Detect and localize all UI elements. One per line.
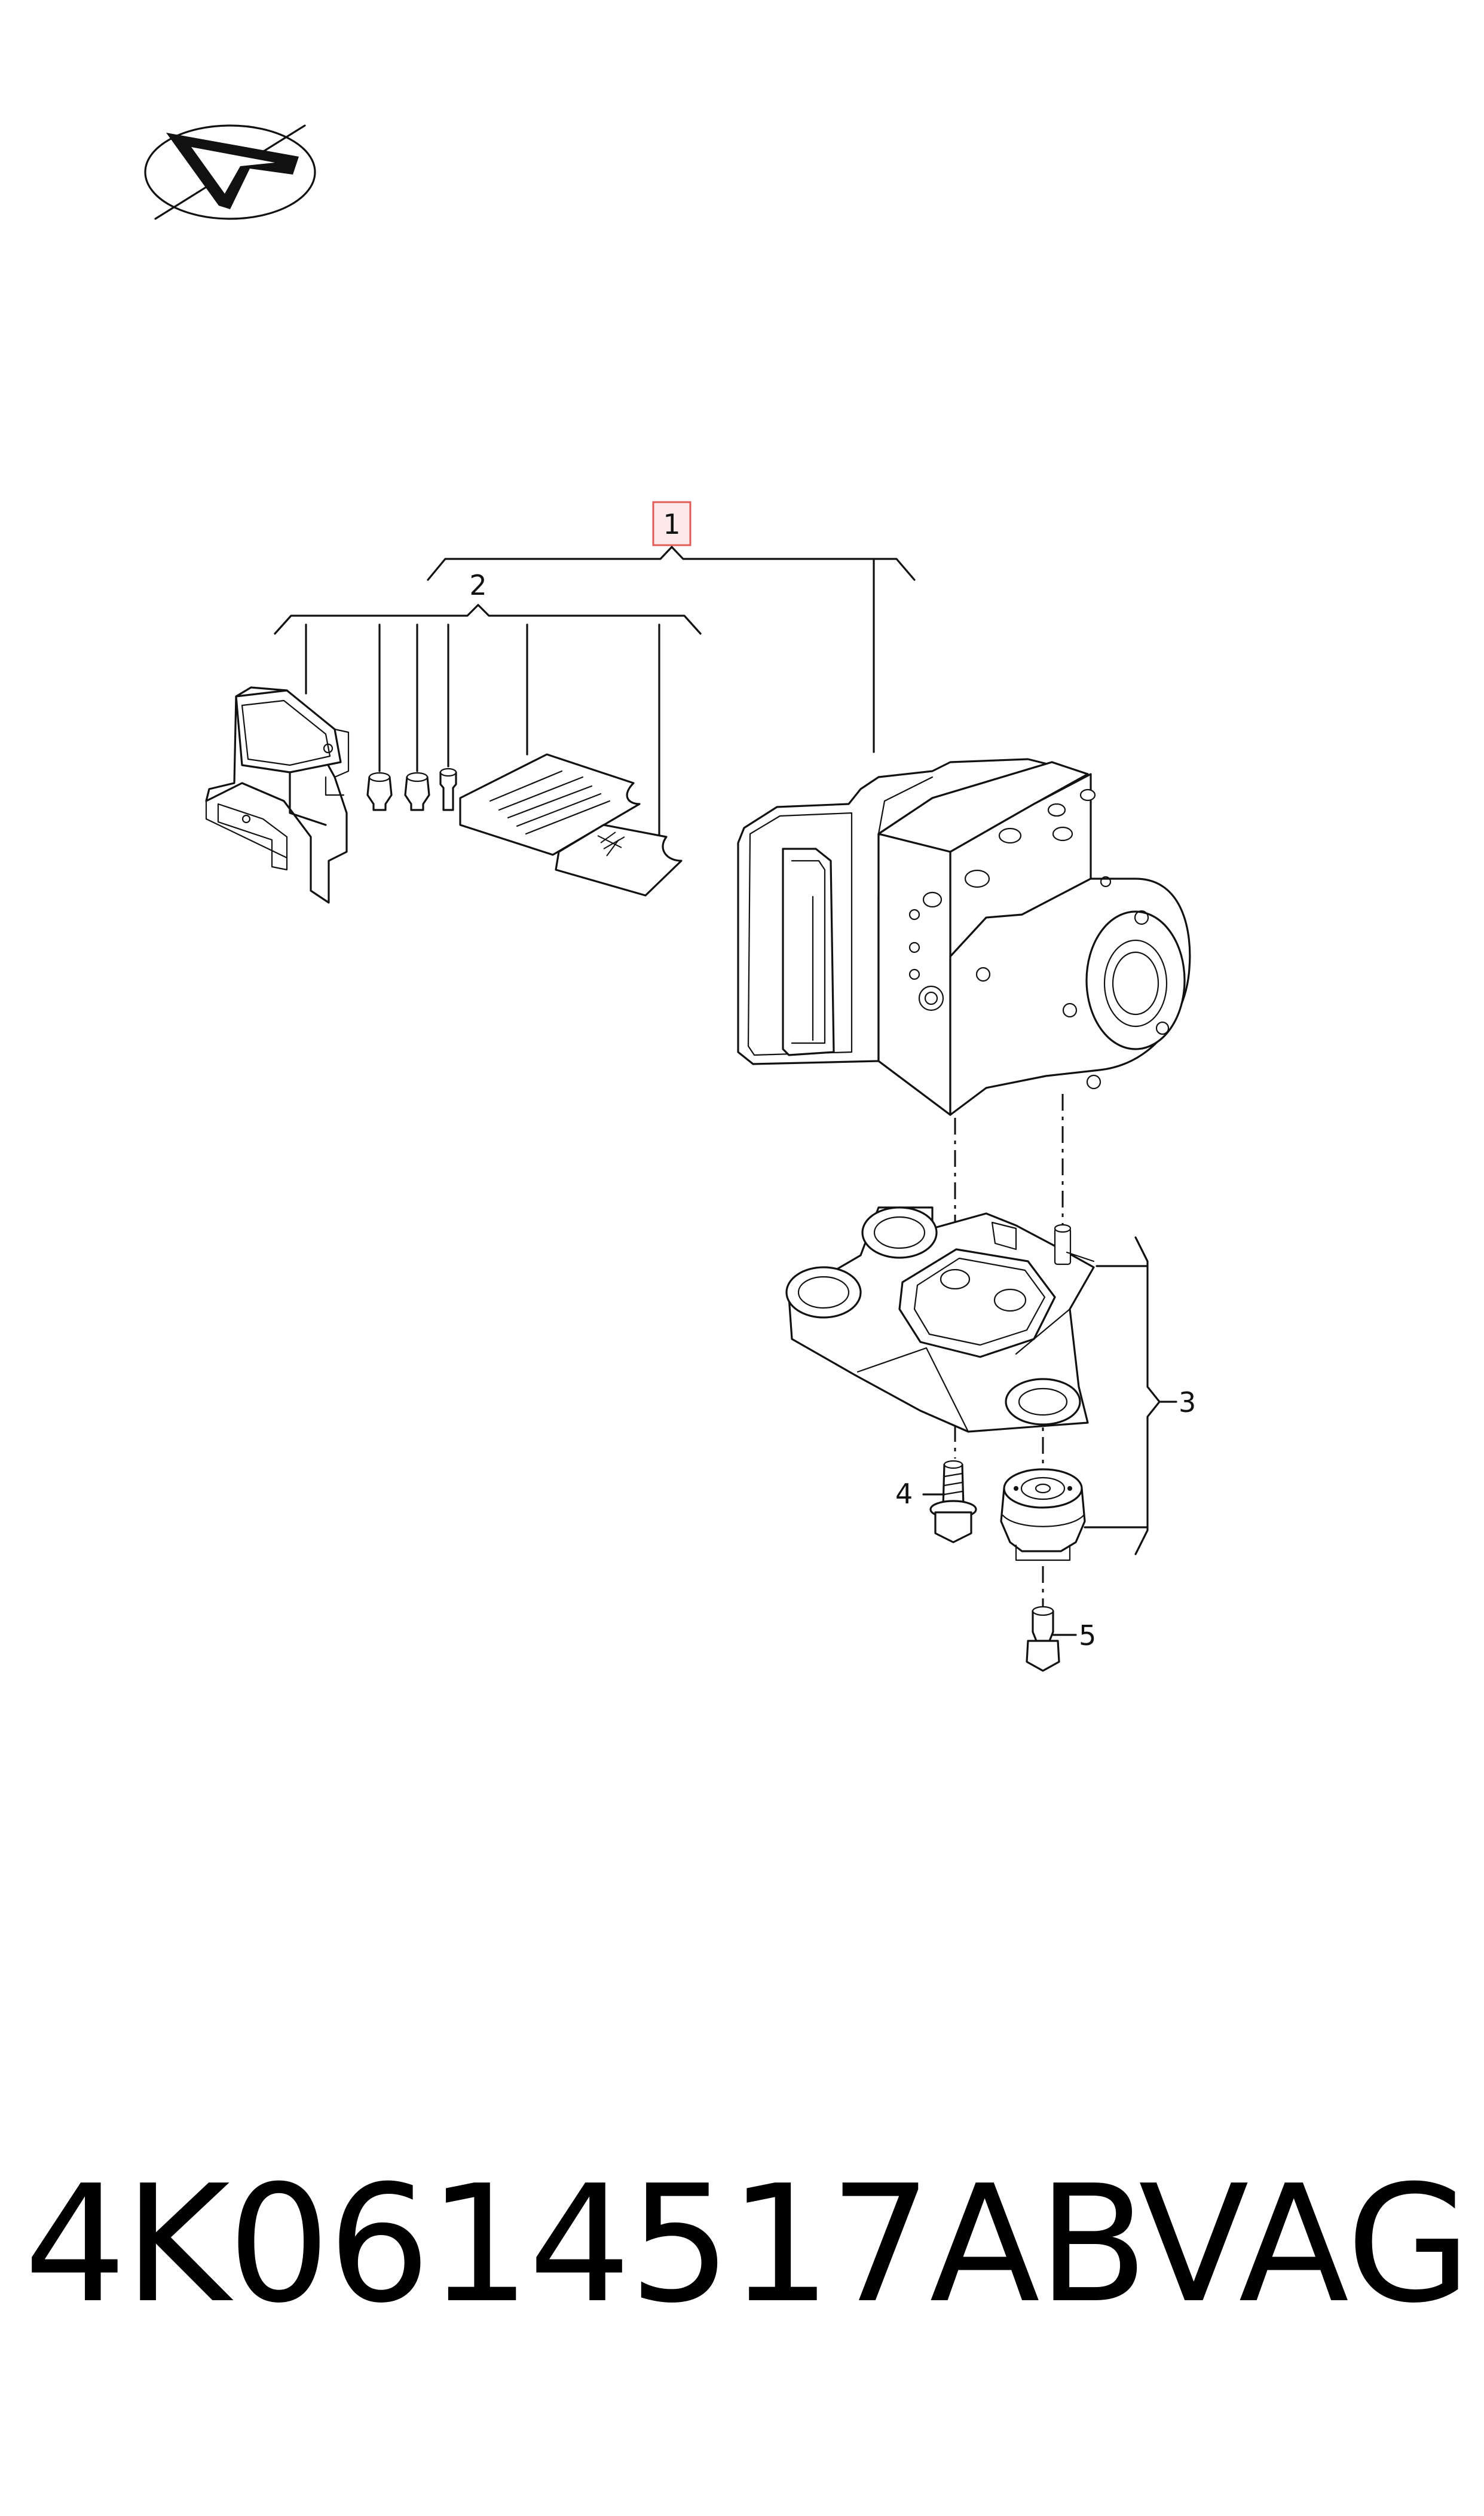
connector-bolts xyxy=(366,768,457,811)
manufacturer-label: VAG xyxy=(1139,2150,1471,2338)
rubber-mount xyxy=(1000,1468,1086,1561)
callout-2: 2 xyxy=(469,569,486,601)
brand-logo xyxy=(144,124,316,220)
callout-1: 1 xyxy=(663,508,680,540)
callout-5: 5 xyxy=(1079,1619,1096,1652)
callout-1-bracket: 1 xyxy=(427,501,916,753)
part-number: 4K0614517AB xyxy=(24,2150,1148,2338)
stud-bolt: 5 xyxy=(1026,1606,1096,1672)
instruction-sheets xyxy=(459,753,683,897)
callout-3: 3 xyxy=(1179,1386,1196,1419)
control-module xyxy=(205,686,350,904)
callout-2-bracket: 2 xyxy=(274,569,702,838)
flange-bolt: 4 xyxy=(895,1460,977,1543)
callout-4: 4 xyxy=(895,1478,913,1510)
mounting-bracket xyxy=(785,1206,1095,1433)
abs-hydraulic-unit xyxy=(737,758,1191,1116)
callout-3-bracket: 3 xyxy=(1084,1236,1196,1555)
